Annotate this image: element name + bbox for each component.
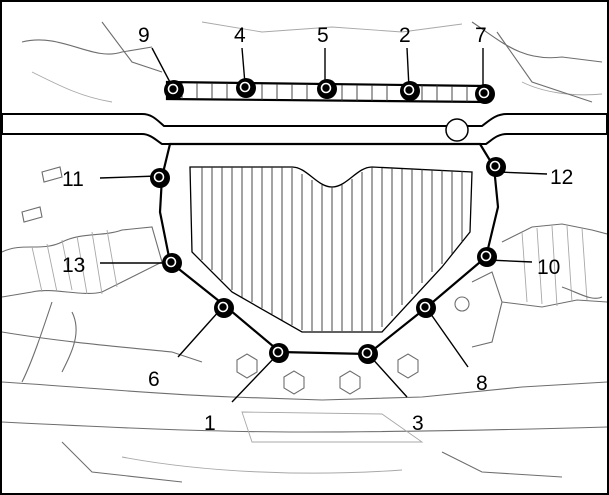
bolt-10 (477, 247, 497, 267)
callout-8: 8 (476, 372, 488, 395)
pan-ribs (201, 167, 463, 331)
callout-5: 5 (317, 24, 329, 47)
callout-6: 6 (148, 368, 160, 391)
bolt-6 (214, 298, 234, 318)
bolt-11 (150, 168, 170, 188)
bolt-13 (162, 253, 182, 273)
bolt-4 (236, 78, 256, 98)
bolt-1 (269, 343, 289, 363)
callout-3: 3 (412, 412, 424, 435)
oil-pan (158, 80, 500, 356)
bolt-2 (400, 81, 420, 101)
drain-plug (445, 118, 469, 142)
bolt-9 (164, 80, 184, 100)
background-components (2, 21, 607, 483)
callout-7: 7 (475, 24, 487, 47)
callout-9: 9 (138, 24, 150, 47)
callout-10: 10 (537, 256, 560, 279)
bolt-3 (358, 344, 378, 364)
callout-12: 12 (550, 166, 573, 189)
bolt-7 (475, 84, 495, 104)
callout-11: 11 (62, 168, 84, 191)
bolt-8 (416, 298, 436, 318)
callout-labels: 9 4 5 2 7 11 12 13 10 6 8 1 3 (62, 24, 573, 435)
callout-1: 1 (204, 412, 216, 435)
callout-2: 2 (399, 24, 411, 47)
callout-4: 4 (234, 24, 246, 47)
bolts (150, 78, 506, 364)
bolt-12 (486, 157, 506, 177)
callout-13: 13 (62, 254, 85, 277)
crossmember (2, 113, 607, 145)
bolt-5 (317, 79, 337, 99)
